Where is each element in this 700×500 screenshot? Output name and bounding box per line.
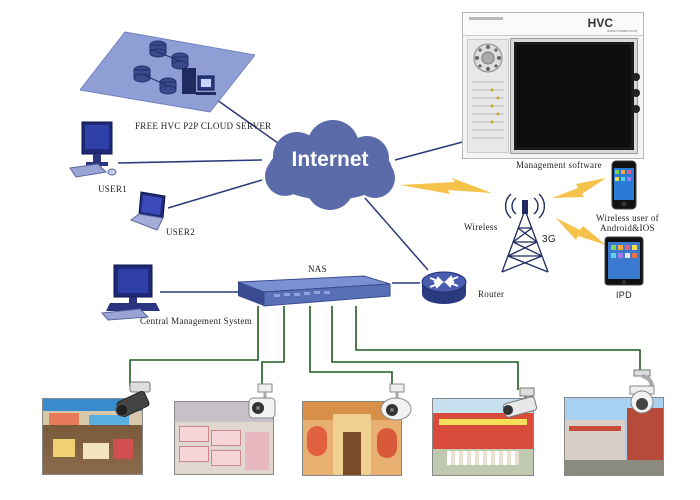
database-server-icon [79,31,256,113]
central-management-desktop [100,263,162,321]
cloud-server-label: FREE HVC P2P CLOUD SERVER [135,121,272,131]
management-software-label: Management software [516,160,602,170]
ip-camera-icon [248,383,276,419]
camera-3 [378,382,414,422]
desktop-computer-icon [101,264,160,321]
camera-1 [112,380,154,418]
tablet [604,236,644,286]
camera-4 [500,386,540,420]
bolt-tower-phone [552,178,606,198]
internet-cloud: Internet [255,118,405,213]
central-management-label: Central Management System [140,316,252,326]
camera-2 [246,382,280,422]
smartphone-icon [611,160,637,210]
management-software-window: HVC www.hvcam.com [462,12,644,159]
software-brand: HVC [587,16,613,30]
ptz-dial-icon [472,43,504,139]
ip-camera-icon [380,383,412,421]
user2-label: USER2 [166,227,196,237]
cloud-server [79,30,256,115]
three-g-label: 3G [542,234,556,245]
link-user2-internet [167,179,263,209]
link-user1-internet [117,159,263,164]
software-titlebar: HVC www.hvcam.com [463,13,643,36]
ipd-label: IPD [616,290,632,300]
tablet-icon [604,236,644,286]
smartphone [611,160,637,210]
wireless-user-label: Wireless user of Android&IOS [596,213,659,233]
bolt-tower-tablet [556,218,606,245]
router-icon [421,271,467,304]
wireless-tower [494,188,556,274]
link-server-internet [209,94,286,149]
software-brand-sub: www.hvcam.com [606,28,637,33]
cable-camera-2 [261,306,285,384]
radio-tower-icon [501,193,549,273]
nas-switch-icon [237,275,391,307]
desktop-computer-icon [69,121,117,178]
camera-site-5 [564,397,664,476]
user2-laptop [127,190,172,235]
user1-label: USER1 [98,184,128,194]
nas-label: NAS [308,264,327,274]
software-video-view [511,39,637,153]
nas-device [234,274,392,308]
ptz-dome-camera-icon [629,369,655,414]
camera-5 [622,368,662,414]
link-internet-router [364,197,429,271]
router [420,268,468,308]
cloud-icon [265,120,395,210]
internet-label: Internet [291,148,369,171]
cable-camera-5 [355,306,641,372]
router-label: Router [478,289,505,299]
camera-site-4 [432,398,534,476]
cable-camera-4 [331,306,519,390]
cable-camera-3 [309,306,393,386]
user1-desktop [68,120,118,182]
laptop-icon [129,191,166,231]
link-internet-software [394,139,471,161]
ip-camera-icon [115,381,151,418]
wireless-user-label-line2: Android&IOS [600,223,655,233]
wireless-user-label-line1: Wireless user of [596,213,659,223]
ptz-control-panel [467,39,509,153]
camera-site-3 [302,401,402,476]
ip-camera-icon [502,387,538,418]
side-buttons [632,73,640,133]
bolt-software-tower [400,178,492,194]
wireless-label: Wireless [464,222,498,232]
cable-camera-1 [129,306,259,386]
